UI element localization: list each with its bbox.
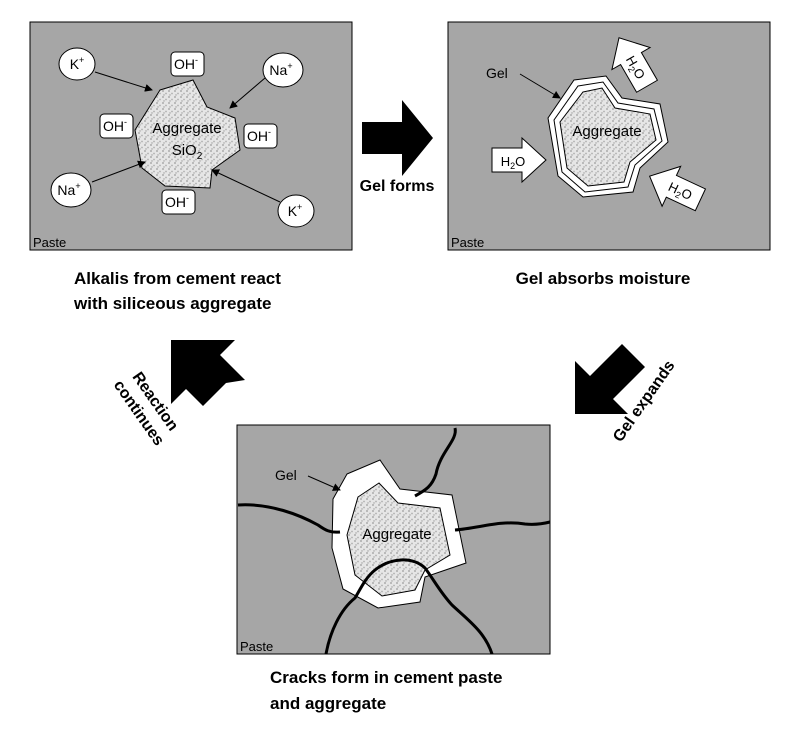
caption-panel-3-line-1: Cracks form in cement paste [270, 668, 502, 687]
paste-label: Paste [451, 235, 484, 250]
crack [454, 520, 551, 532]
crack [324, 558, 494, 655]
gel-label: Gel [486, 65, 508, 81]
ion-oh-top: OH- [170, 51, 205, 77]
svg-text:OH-: OH- [247, 127, 271, 144]
gel-pointer [519, 73, 561, 99]
crack [237, 503, 341, 534]
arrow-na-bottom [91, 160, 146, 183]
arrow-gel-forms [362, 100, 433, 176]
aggregate-label: Aggregate [362, 526, 431, 543]
arrow-k-top [94, 71, 153, 92]
water-arrow-bottom-right: H2O [648, 165, 707, 212]
ion-na-top: Na+ [262, 52, 304, 88]
arrow-gel-expands [575, 344, 645, 414]
gel-inner-line [553, 81, 663, 193]
caption-panel-3-line-2: and aggregate [270, 694, 386, 713]
ion-oh-right: OH- [243, 123, 278, 149]
water-arrow-top-right: H2O [611, 37, 659, 93]
ion-k-top: K+ [58, 47, 96, 81]
paste-label: Paste [33, 235, 66, 250]
aggregate-particle [559, 87, 657, 187]
panel-gel-absorbs: Aggregate Gel H2O H2O H2O Paste [447, 21, 771, 251]
crack [414, 427, 457, 498]
panel-alkali-reaction: Aggregate SiO2 K+ Na+ Na+ K+ OH- [29, 21, 353, 251]
ion-oh-bottom: OH- [161, 189, 196, 215]
gel-pointer [307, 475, 341, 491]
paste-label: Paste [240, 639, 273, 654]
svg-text:Na+: Na+ [57, 181, 80, 198]
svg-text:OH-: OH- [103, 117, 127, 134]
arrow-na-top [229, 77, 266, 109]
panel-cracks-form: Aggregate Gel Paste [236, 424, 551, 655]
arrow-k-bottom [211, 169, 281, 203]
svg-text:K+: K+ [288, 202, 303, 219]
caption-panel-2: Gel absorbs moisture [516, 269, 691, 288]
svg-text:OH-: OH- [165, 193, 189, 210]
svg-text:Na+: Na+ [269, 61, 292, 78]
aggregate-label: Aggregate [152, 120, 221, 137]
svg-text:K+: K+ [70, 55, 85, 72]
water-arrow-left: H2O [491, 136, 547, 184]
svg-text:OH-: OH- [174, 55, 198, 72]
caption-panel-1-line-1: Alkalis from cement react [74, 269, 281, 288]
svg-text:H2O: H2O [501, 154, 526, 171]
sio2-label: SiO2 [172, 142, 203, 162]
caption-panel-1-line-2: with siliceous aggregate [73, 294, 271, 313]
gel-label: Gel [275, 467, 297, 483]
aggregate-label: Aggregate [572, 123, 641, 140]
label-gel-forms: Gel forms [360, 178, 435, 195]
ion-oh-left: OH- [99, 113, 134, 139]
arrow-reaction-continues [171, 340, 245, 406]
ion-na-bottom: Na+ [50, 172, 92, 208]
ion-k-bottom: K+ [277, 194, 315, 228]
